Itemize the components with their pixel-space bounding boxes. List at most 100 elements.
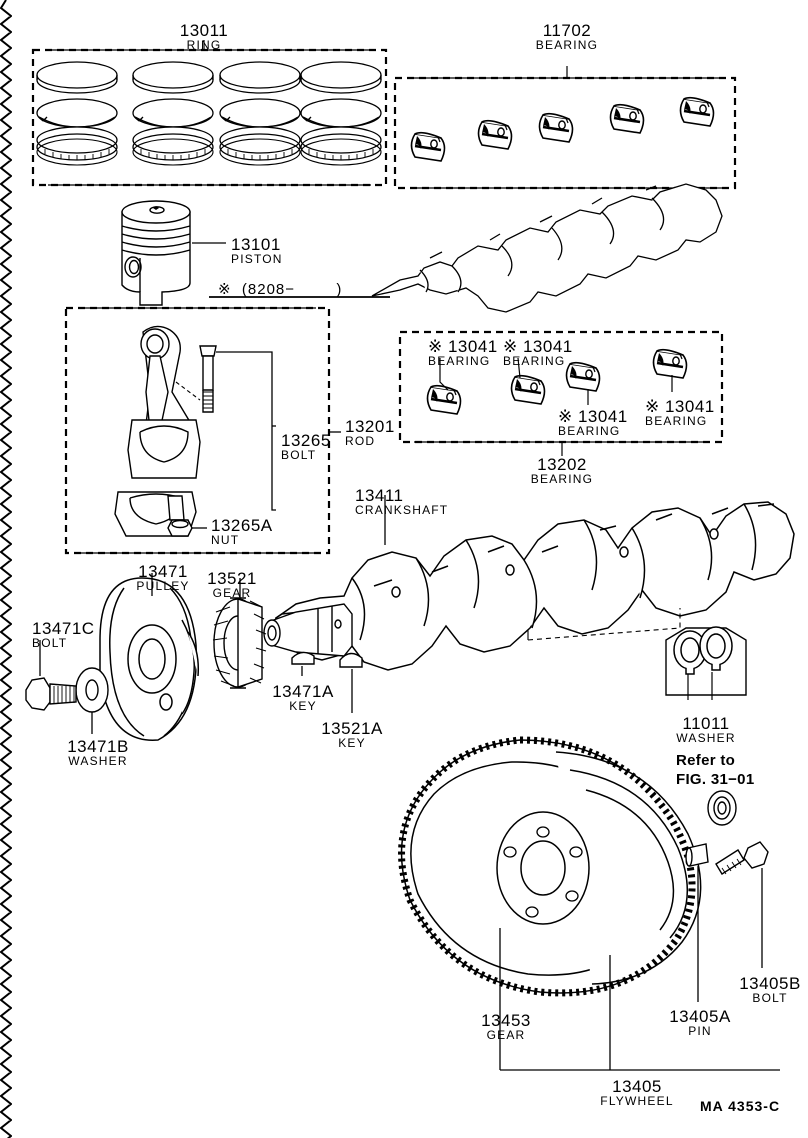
flywheel-ring-gear-teeth	[398, 736, 696, 997]
bearing-13202-group-box	[398, 330, 724, 456]
part-name: BOLT	[281, 448, 317, 462]
rod-group-box	[64, 306, 341, 555]
part-number: ※ 13041	[503, 337, 573, 356]
part-number: ※ 13041	[645, 397, 715, 416]
crankshaft-nose	[263, 603, 353, 657]
timing-gear-13521	[212, 597, 267, 689]
piston-rings	[36, 61, 382, 166]
part-number: 13471B	[67, 737, 129, 756]
connecting-rod-drawing	[114, 325, 201, 537]
part-name: ROD	[345, 434, 376, 448]
piston-drawing	[121, 200, 191, 306]
part-number: 13405B	[739, 974, 801, 993]
part-name: WASHER	[68, 754, 128, 768]
part-name: BEARING	[535, 38, 599, 52]
part-number: ※ 13041	[428, 337, 498, 356]
diagram-footer-code: MA 4353-C	[700, 1098, 781, 1114]
part-number: 11702	[542, 21, 592, 40]
part-number: 13265	[281, 431, 331, 450]
part-number: 13471C	[32, 619, 95, 638]
pulley-drawing	[99, 577, 200, 741]
part-name: BEARING	[530, 472, 594, 486]
pilot-bearing-drawing	[707, 790, 737, 826]
part-name: KEY	[289, 699, 317, 713]
piston-date-note: ※ (8208− )	[218, 281, 343, 298]
pulley-washer-13471b	[75, 667, 109, 713]
part-name: BOLT	[32, 636, 68, 650]
leader-bolt-13265	[216, 351, 276, 511]
part-name: PULLEY	[136, 579, 190, 593]
bearing-11702-group-box	[393, 66, 737, 190]
part-number: 11011	[682, 714, 730, 733]
part-number: 13411	[355, 486, 404, 505]
part-number: 13521	[207, 569, 257, 588]
part-name: BOLT	[752, 991, 788, 1005]
key-13471a-drawing	[291, 651, 315, 665]
leaders-13041	[439, 357, 673, 405]
main-bearings-11702	[410, 96, 715, 163]
ring-group-box	[31, 40, 388, 187]
part-name: WASHER	[676, 731, 736, 745]
flywheel-bolt-13405b	[715, 841, 769, 875]
rod-nut-drawing	[167, 519, 193, 537]
flywheel-pin-13405a	[685, 843, 709, 867]
part-name: CRANKSHAFT	[355, 503, 449, 517]
part-number: 13101	[231, 235, 281, 254]
thrust-washer-11011	[665, 626, 747, 700]
part-name: BEARING	[503, 354, 566, 368]
part-number: 13011	[179, 21, 229, 40]
part-number: 13471A	[272, 682, 334, 701]
part-name: NUT	[211, 533, 240, 547]
left-border-sawtooth	[0, 0, 12, 1138]
crankshaft-upper	[371, 183, 723, 313]
part-number: 13453	[481, 1011, 531, 1030]
part-name: BEARING	[645, 414, 708, 428]
part-name: RING	[186, 38, 222, 52]
part-number: 13405	[612, 1077, 662, 1096]
part-name: FLYWHEEL	[600, 1094, 674, 1108]
part-number: 13201	[345, 417, 395, 436]
part-name: BEARING	[428, 354, 491, 368]
rod-bolt-drawing	[199, 345, 217, 413]
part-number: ※ 13041	[558, 407, 628, 426]
part-name: PISTON	[231, 252, 283, 266]
flywheel-drawing	[400, 739, 702, 994]
part-number: 13405A	[669, 1007, 731, 1026]
part-number: 13471	[138, 562, 188, 581]
part-name: KEY	[338, 736, 366, 750]
part-name: GEAR	[212, 586, 252, 600]
refer-to-figure-note: Refer to FIG. 31−01	[676, 752, 755, 788]
part-number: 13265A	[211, 516, 273, 535]
part-name: BEARING	[558, 424, 621, 438]
part-number: 13202	[537, 455, 587, 474]
key-13521a-drawing	[339, 652, 363, 668]
part-name: PIN	[688, 1024, 712, 1038]
part-number: 13521A	[321, 719, 383, 738]
pulley-bolt-13471c	[25, 677, 77, 711]
